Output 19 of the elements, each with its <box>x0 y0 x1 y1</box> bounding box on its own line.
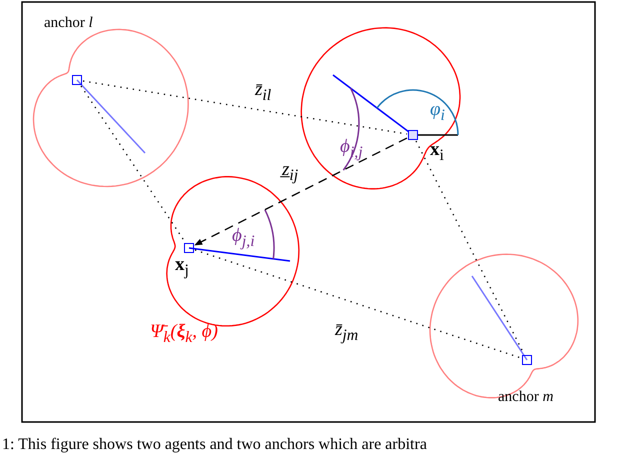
edge-label: z̄$_{il}$ <box>255 80 272 104</box>
connector-line <box>82 80 408 135</box>
anchor-label: anchor l <box>44 16 93 31</box>
angle-label: φ$_{i}$ <box>430 100 445 124</box>
region-label: Ψ̄$_{k}$(ξ$_{k}$, ϕ) <box>150 322 218 346</box>
edge-label: z̲$_{ij}$ <box>282 160 298 184</box>
arrow <box>194 137 408 246</box>
connector-line <box>80 86 186 242</box>
position-label: x$_{j}$ <box>175 255 189 279</box>
position-marker <box>408 130 418 140</box>
position-label: x$_{i}$ <box>430 140 444 164</box>
anchor-label: anchor m <box>498 390 554 405</box>
position-marker <box>184 243 194 253</box>
figure-caption: 1: This figure shows two agents and two anchors which are arbitra <box>2 437 427 453</box>
edge-label: z̄$_{jm}$ <box>335 320 358 344</box>
position-marker <box>522 355 532 365</box>
angle-label: ϕ$_{j,i}$ <box>232 226 255 250</box>
connector-line <box>194 249 522 359</box>
position-marker <box>72 75 82 85</box>
